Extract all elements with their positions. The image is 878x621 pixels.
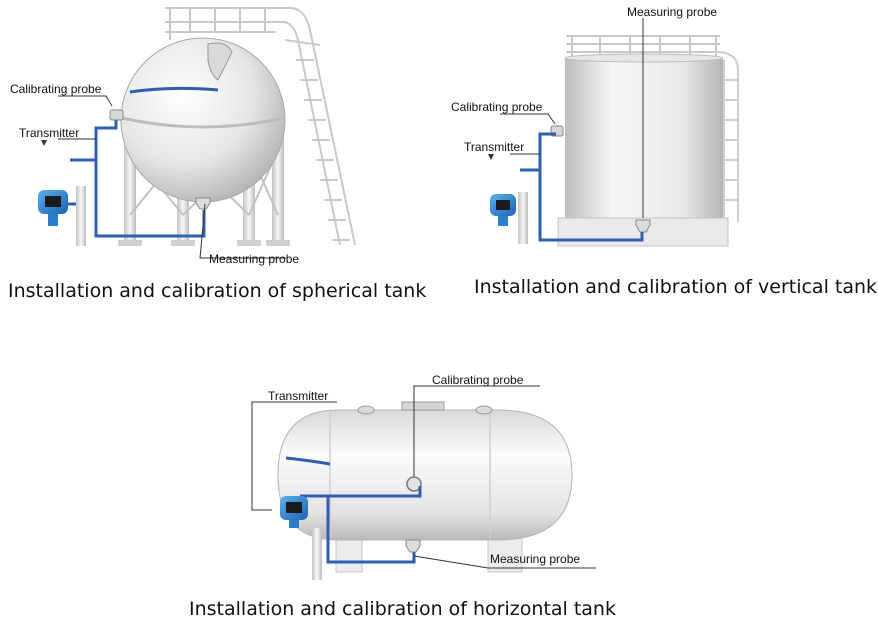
horizontal-tank-diagram: Transmitter Calibrating probe Measuring … (189, 373, 616, 620)
horizontal-calibrating-probe (406, 476, 422, 492)
sphere-transmitter-label: Transmitter (19, 126, 79, 140)
horizontal-transmitter (280, 496, 322, 580)
sphere-calibrating-probe-label: Calibrating probe (10, 82, 102, 96)
vertical-transmitter (490, 192, 528, 244)
horizontal-leader-lines (251, 385, 596, 569)
vertical-caption: Installation and calibration of vertical… (474, 276, 877, 298)
horizontal-level-line (285, 456, 331, 466)
spherical-tank-diagram: Calibrating probe Transmitter Measuring … (8, 7, 426, 302)
horizontal-measuring-probe (405, 539, 421, 553)
sphere-equator-band (121, 116, 285, 129)
vertical-transmitter-label: Transmitter (464, 140, 524, 154)
sphere-transmitter-arrow (41, 140, 47, 146)
vertical-leader-lines (500, 113, 556, 155)
sphere-leader-lines (58, 95, 286, 259)
vertical-calibrating-probe-label: Calibrating probe (451, 100, 543, 114)
vertical-measuring-probe (635, 219, 651, 233)
horizontal-tank-shell (277, 409, 573, 541)
sphere-ladder (165, 7, 356, 246)
sphere-transmitter (38, 186, 86, 246)
sphere-level-line (129, 86, 219, 94)
vertical-side-ladder (715, 51, 739, 222)
horizontal-calibrating-probe-label: Calibrating probe (432, 373, 524, 387)
vertical-signal-pipes (520, 132, 644, 242)
vertical-tank-shell (565, 58, 723, 224)
sphere-manhole (207, 42, 233, 81)
vertical-tank-diagram: Measuring probe Calibrating probe Transm… (451, 5, 877, 298)
horizontal-top-nozzles (357, 401, 493, 415)
sphere-caption: Installation and calibration of spherica… (8, 280, 426, 302)
horizontal-caption: Installation and calibration of horizont… (189, 598, 616, 620)
sphere-signal-pipes (70, 120, 206, 238)
sphere-measuring-probe (195, 197, 211, 210)
horizontal-transmitter-label: Transmitter (268, 389, 328, 403)
sphere-measuring-probe-label: Measuring probe (209, 252, 299, 266)
vertical-measuring-probe-label: Measuring probe (627, 5, 717, 19)
sphere-shell (120, 37, 286, 203)
vertical-transmitter-arrow (488, 154, 494, 160)
horizontal-signal-pipes (300, 486, 422, 564)
sphere-calibrating-probe (109, 109, 124, 121)
horizontal-measuring-probe-label: Measuring probe (490, 552, 580, 566)
